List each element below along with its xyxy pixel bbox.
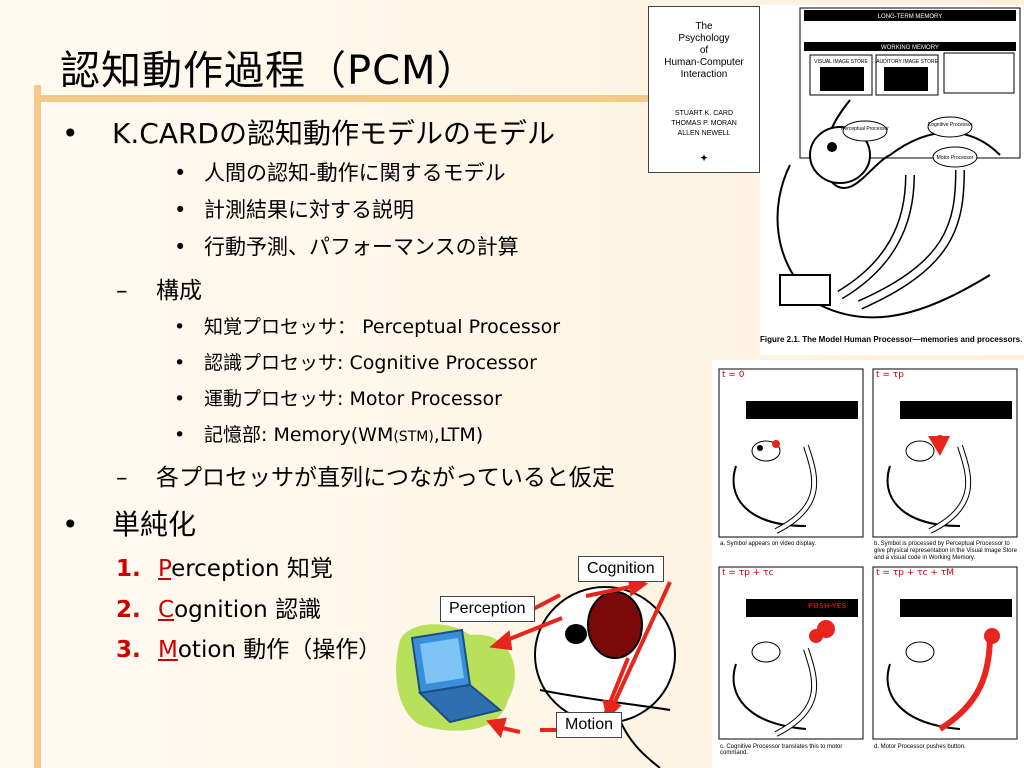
pcm-illustration [396, 574, 676, 768]
numbered-cognition: 2.Cognition 認識 [116, 597, 322, 623]
sequence-panels: t = 0 a. Symbol appears on video display… [712, 360, 1024, 768]
sub-bullet-2: •計測結果に対する説明 [174, 198, 414, 222]
sub-bullet-3: •行動予測、パフォーマンスの計算 [174, 235, 519, 259]
dash-serial-assumption: –各プロセッサが直列につながっていると仮定 [116, 465, 615, 491]
panel-c-drawing [718, 566, 864, 740]
figure-caption: Figure 2.1. The Model Human Processor—me… [760, 335, 1023, 344]
panel-c: t = τp + τc PUSH-YES c. Cognitive Proces… [716, 564, 866, 764]
dash-composition: –構成 [116, 278, 202, 304]
component-memory: •記憶部: Memory(WM(STM),LTM) [174, 424, 484, 446]
laptop-icon [410, 628, 503, 724]
component-perceptual: •知覚プロセッサ： Perceptual Processor [174, 316, 561, 338]
svg-text:Motor Processor: Motor Processor [937, 155, 974, 161]
title-underline [34, 95, 794, 102]
left-accent-bar [34, 85, 41, 768]
label-motion: Motion [556, 712, 623, 738]
panel-c-caption: c. Cognitive Processor translates this t… [720, 744, 843, 756]
panel-d: t = τp + τc + τM PUSH-YES d. Motor Proce… [870, 564, 1020, 764]
numbered-motion: 3.Motion 動作（操作） [116, 637, 382, 663]
sub-bullet-1: •人間の認知-動作に関するモデル [174, 161, 506, 185]
svg-text:Perceptual Processor: Perceptual Processor [841, 126, 889, 132]
label-perception: Perception [440, 596, 535, 622]
svg-text:LONG-TERM MEMORY: LONG-TERM MEMORY [878, 14, 943, 20]
svg-text:WORKING MEMORY: WORKING MEMORY [881, 45, 939, 51]
component-cognitive: •認識プロセッサ: Cognitive Processor [174, 352, 537, 374]
panel-b-caption: b. Symbol is processed by Perceptual Pro… [874, 541, 1017, 561]
panel-b-time: t = τp [876, 370, 904, 380]
eye-icon [565, 624, 587, 644]
label-cognition: Cognition [578, 556, 664, 582]
page-title: 認知動作過程（PCM） [60, 48, 478, 94]
panel-a-caption: a. Symbol appears on video display. [720, 541, 816, 547]
numbered-perception: 1.Perception 知覚 [116, 556, 333, 582]
brain-icon [587, 591, 643, 659]
panel-b: t = τp b. Symbol is processed by Percept… [870, 366, 1020, 561]
svg-text:VISUAL IMAGE STORE: VISUAL IMAGE STORE [814, 59, 868, 65]
bullet-kcard: •K.CARDの認知動作モデルのモデル [62, 117, 555, 150]
panel-c-tag: PUSH-YES [808, 602, 847, 610]
panel-d-tag: PUSH-YES [962, 602, 1001, 610]
panel-c-time: t = τp + τc [722, 568, 774, 578]
panel-a: t = 0 a. Symbol appears on video display… [716, 366, 866, 558]
component-motor: •運動プロセッサ: Motor Processor [174, 388, 502, 410]
bullet-simplification: •単純化 [62, 508, 197, 541]
mhp-diagram: LONG-TERM MEMORY WORKING MEMORY VISUAL I… [776, 7, 1021, 319]
panel-d-caption: d. Motor Processor pushes button. [874, 744, 966, 750]
panel-a-time: t = 0 [722, 370, 745, 380]
panel-d-time: t = τp + τc + τM [876, 568, 954, 578]
svg-text:AUDITORY IMAGE STORE: AUDITORY IMAGE STORE [876, 59, 938, 65]
panel-d-drawing [872, 566, 1018, 740]
model-human-processor-figure: LONG-TERM MEMORY WORKING MEMORY VISUAL I… [760, 5, 1024, 355]
svg-text:Cognitive Processor: Cognitive Processor [928, 122, 973, 128]
panel-b-drawing [872, 368, 1018, 538]
panel-a-drawing [718, 368, 864, 538]
